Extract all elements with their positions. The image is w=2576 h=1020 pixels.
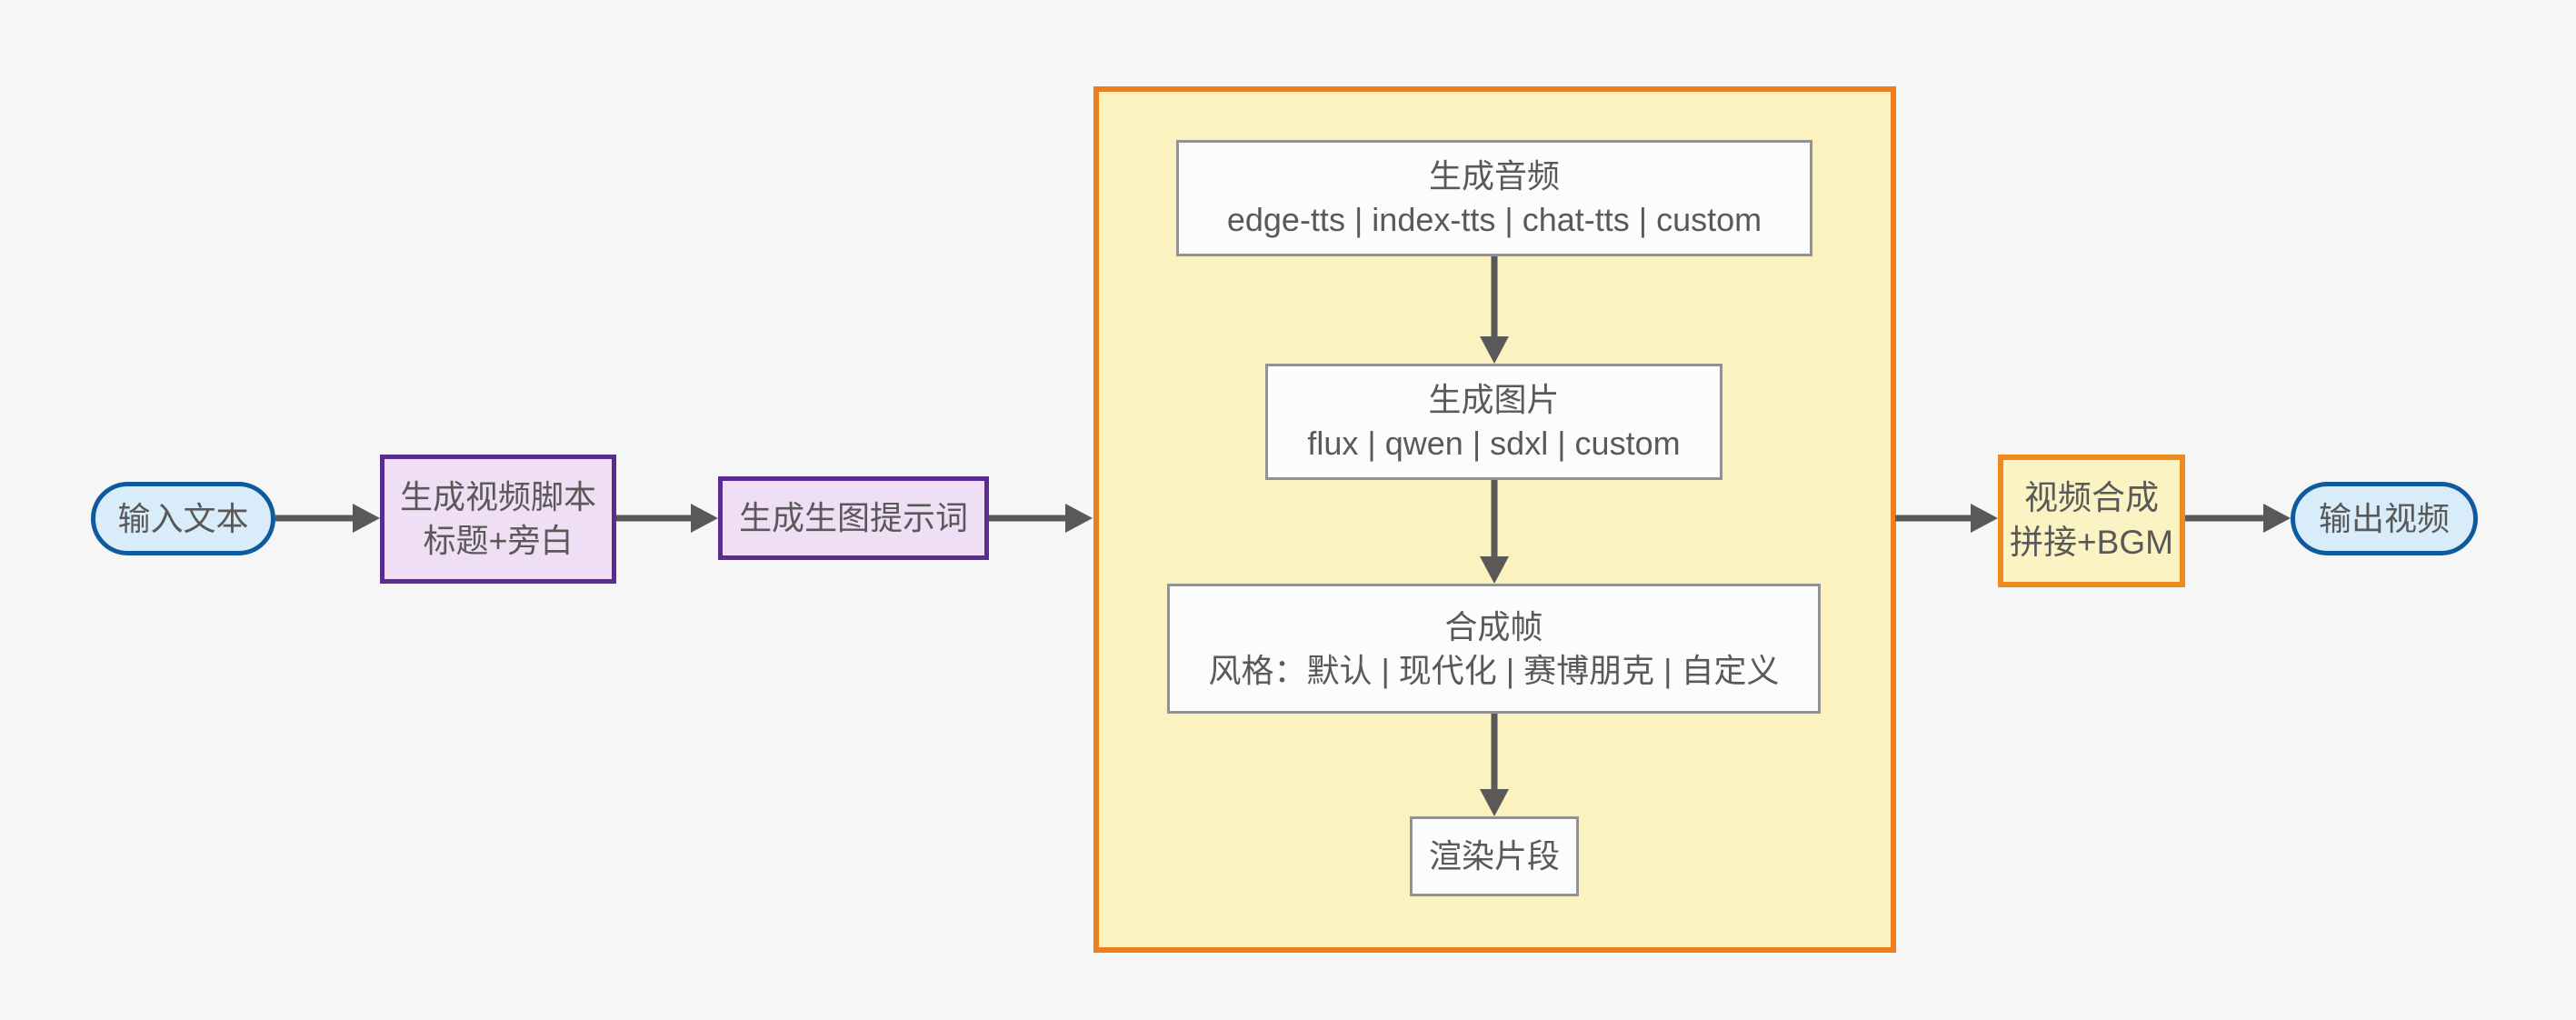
node-video-compose: 视频合成 拼接+BGM — [1998, 455, 2185, 587]
node-generate-image-prompt-label: 生成生图提示词 — [738, 499, 968, 537]
node-compose-frame-line1: 合成帧 — [1444, 607, 1543, 645]
node-generate-image-line1: 生成图片 — [1428, 381, 1560, 419]
arrow-script-to-prompt — [616, 504, 718, 533]
arrow-input-to-script — [275, 504, 380, 533]
node-input-text: 输入文本 — [91, 482, 275, 555]
node-compose-frame: 合成帧 风格：默认 | 现代化 | 赛博朋克 | 自定义 — [1167, 584, 1821, 714]
node-generate-audio-line1: 生成音频 — [1428, 157, 1560, 195]
node-compose-frame-line2: 风格：默认 | 现代化 | 赛博朋克 | 自定义 — [1208, 651, 1780, 689]
node-generate-audio: 生成音频 edge-tts | index-tts | chat-tts | c… — [1176, 140, 1812, 256]
node-generate-image-line2: flux | qwen | sdxl | custom — [1307, 425, 1681, 462]
arrow-prompt-to-pipeline — [989, 504, 1093, 533]
node-generate-script: 生成视频脚本 标题+旁白 — [380, 455, 616, 584]
node-video-compose-line2: 拼接+BGM — [2010, 524, 2173, 561]
arrow-pipeline-to-compose — [1895, 504, 1998, 533]
node-video-compose-line1: 视频合成 — [2024, 479, 2159, 517]
node-generate-image: 生成图片 flux | qwen | sdxl | custom — [1265, 364, 1722, 480]
node-generate-image-prompt: 生成生图提示词 — [718, 476, 989, 560]
node-generate-script-line1: 生成视频脚本 — [399, 478, 596, 516]
node-generate-script-line2: 标题+旁白 — [423, 522, 574, 559]
arrow-compose-to-output — [2185, 504, 2291, 533]
node-output-video: 输出视频 — [2291, 482, 2478, 555]
node-render-segment: 渲染片段 — [1410, 816, 1579, 896]
node-output-video-label: 输出视频 — [2318, 499, 2450, 537]
node-generate-audio-line2: edge-tts | index-tts | chat-tts | custom — [1226, 201, 1762, 238]
node-render-segment-label: 渲染片段 — [1428, 837, 1560, 875]
node-input-text-label: 输入文本 — [117, 499, 249, 537]
